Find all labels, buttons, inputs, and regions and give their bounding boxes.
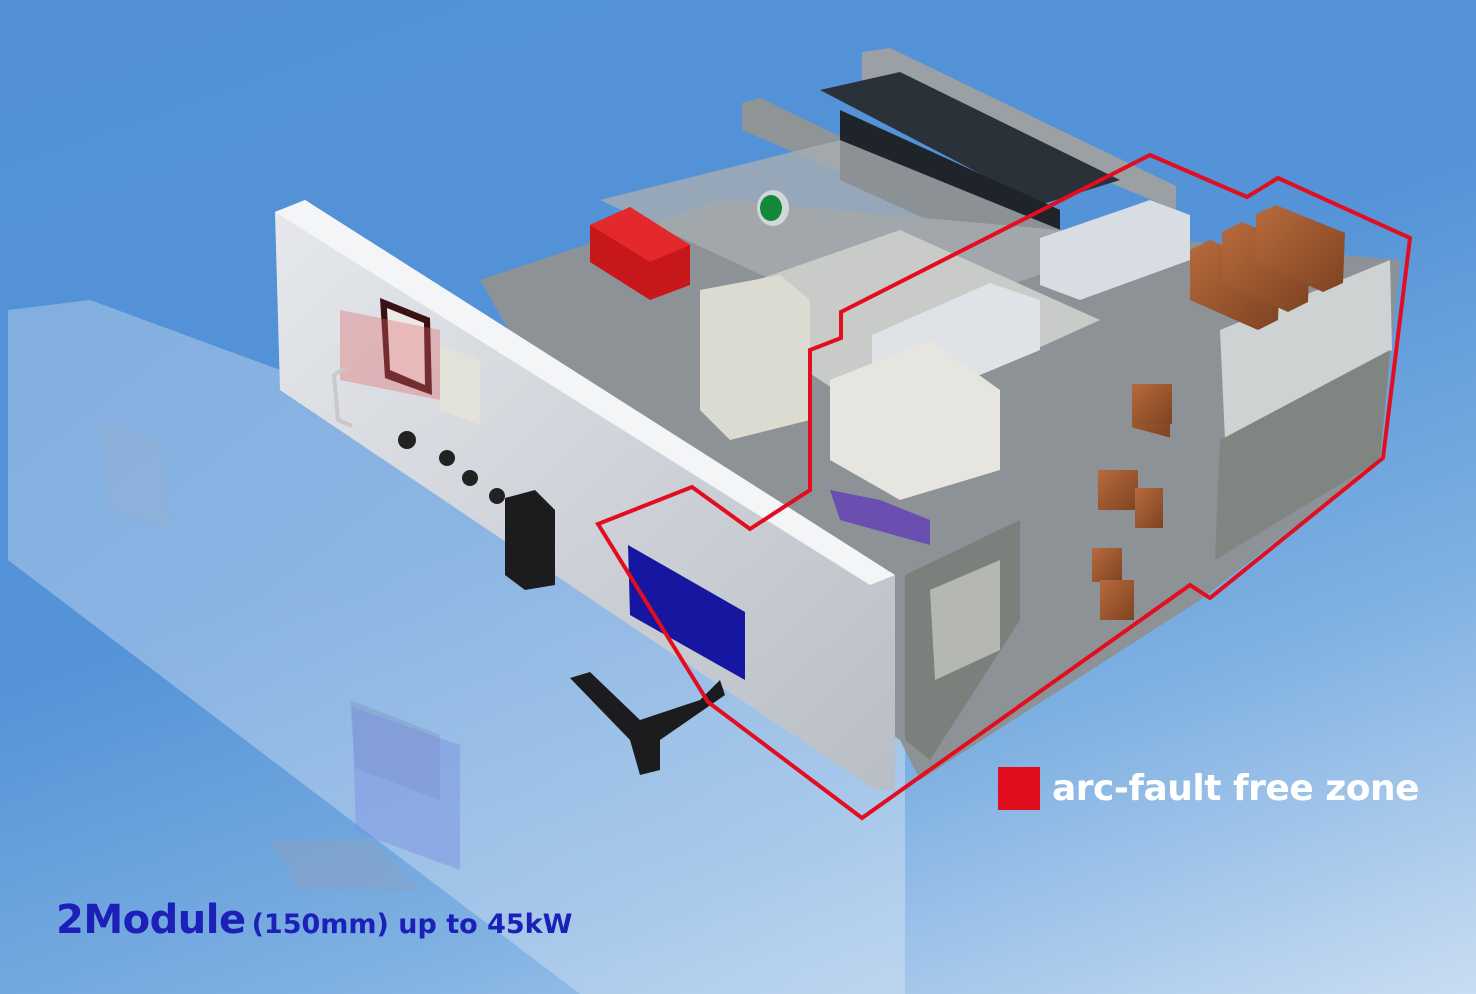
caption: 2Module(150mm) up to 45kW	[56, 897, 572, 943]
legend: arc-fault free zone	[998, 767, 1420, 810]
red-component	[590, 207, 690, 300]
green-button	[757, 190, 789, 226]
side-plate	[905, 520, 1020, 760]
breaker-modules	[700, 200, 1190, 500]
module-name: 2Module	[56, 897, 246, 943]
arc-fault-zone-outline	[595, 152, 1413, 821]
copper-contacts	[1092, 384, 1172, 620]
copper-busbars	[1190, 205, 1345, 330]
legend-label: arc-fault free zone	[1052, 768, 1420, 809]
ghost-front-panel	[8, 300, 905, 994]
arc-chute	[1215, 260, 1392, 560]
legend-swatch-icon	[998, 767, 1040, 810]
purple-bracket	[830, 490, 930, 545]
module-detail: (150mm) up to 45kW	[251, 909, 573, 940]
front-panel	[275, 200, 895, 790]
